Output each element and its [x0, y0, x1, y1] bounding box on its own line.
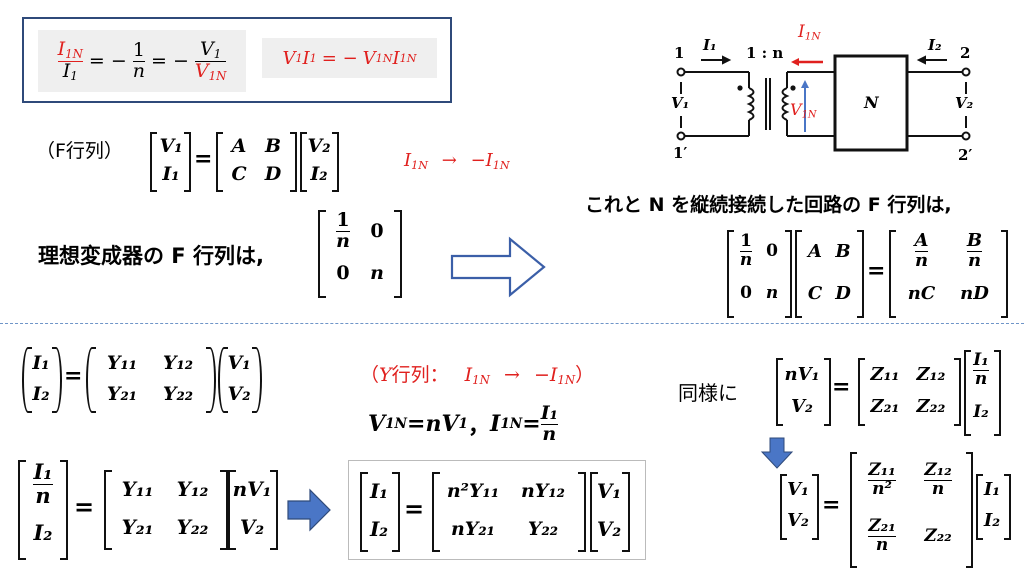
- f-matrix-label: （F行列）: [36, 140, 123, 162]
- f-current-note: I1N → −I1N: [404, 150, 510, 172]
- cascade-text: これと N を縦続接続した回路の F 行列は,: [585, 194, 952, 216]
- i2-label: I₂: [928, 36, 942, 54]
- right-arrow-icon: [287, 488, 331, 532]
- v2-label: V₂: [955, 94, 974, 112]
- v1n-label: V1N: [790, 100, 817, 121]
- port2b-label: 2′: [958, 146, 973, 164]
- port2-label: 2: [960, 44, 971, 62]
- ideal-transformer-text: 理想変成器の F 行列は,: [38, 244, 264, 268]
- ratio-label: 1 : n: [746, 44, 784, 62]
- top-formula-box: [22, 17, 452, 103]
- port1-label: 1: [674, 44, 685, 62]
- y-result-box: [348, 460, 646, 560]
- y-matrix-note: （Y行列： I1N → −I1N）: [360, 364, 595, 387]
- transformer-circuit: [676, 54, 971, 152]
- v1-label: V₁: [671, 94, 690, 112]
- i1n-label: I1N: [798, 22, 821, 43]
- down-arrow-icon: [760, 437, 794, 469]
- right-hollow-arrow-icon: [450, 236, 546, 298]
- n-block-label: N: [864, 93, 879, 112]
- i1-label: I₁: [703, 36, 717, 54]
- port1b-label: 1′: [673, 144, 688, 162]
- section-divider: [0, 323, 1024, 324]
- similarly-label: 同様に: [678, 381, 738, 405]
